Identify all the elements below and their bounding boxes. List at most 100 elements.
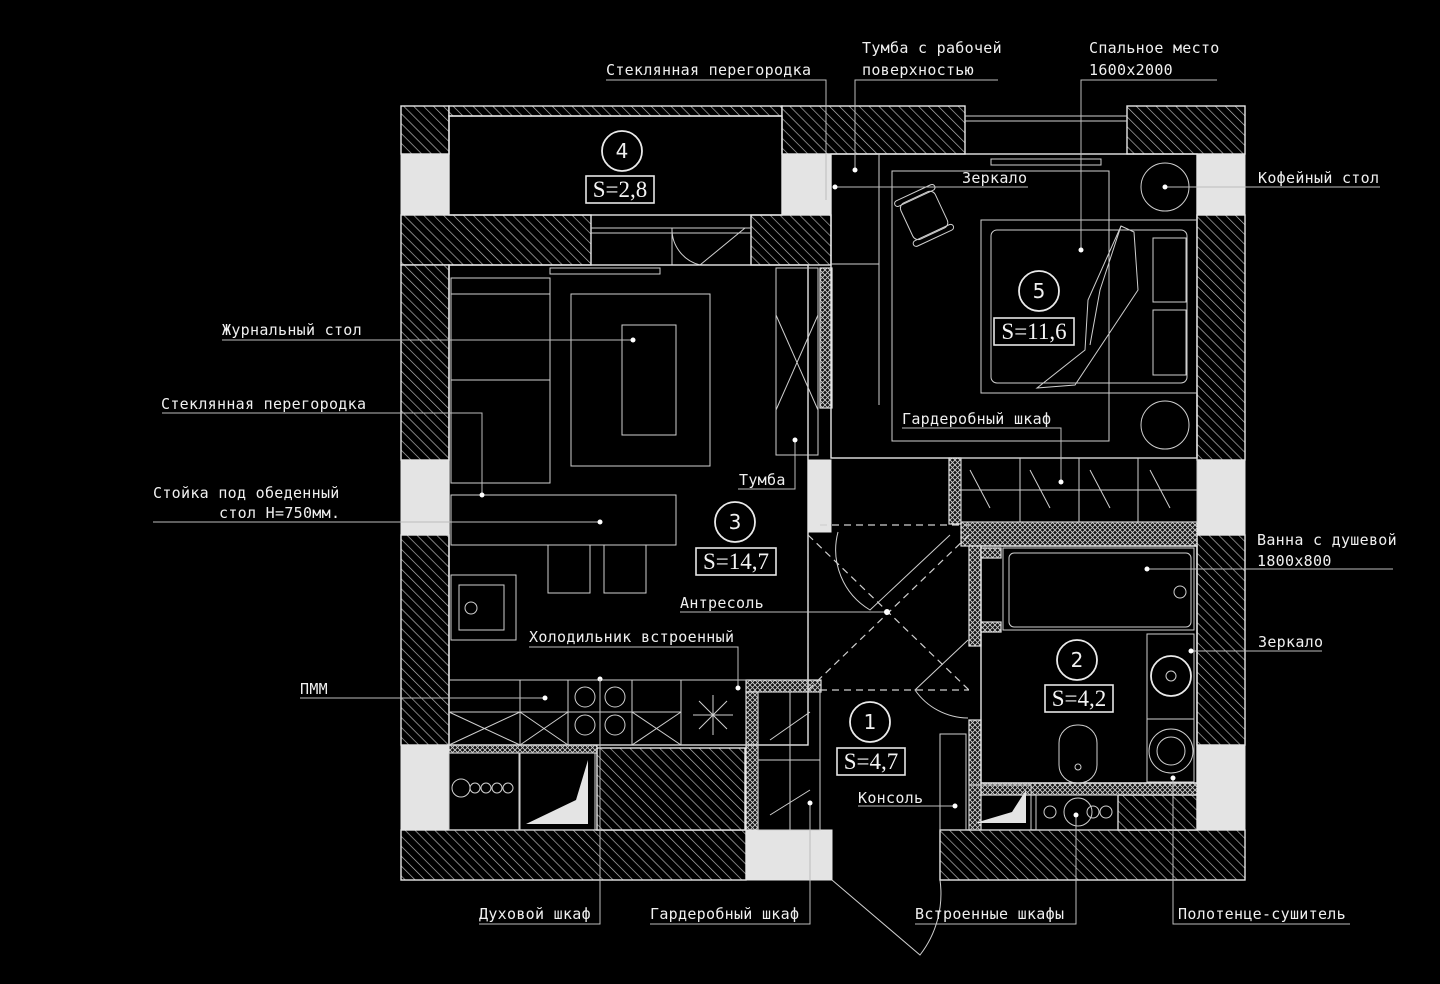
wall-segment bbox=[400, 264, 450, 461]
leader-lines bbox=[153, 79, 1393, 925]
partition bbox=[948, 457, 962, 525]
room-marker-1: 1 S=4,7 bbox=[836, 701, 906, 776]
living-kitchen bbox=[448, 264, 819, 831]
svg-text:3: 3 bbox=[729, 510, 742, 534]
bathroom bbox=[968, 545, 1198, 831]
label-oven: Духовой шкаф bbox=[479, 905, 591, 923]
label-mirror-bath: Зеркало bbox=[1258, 633, 1323, 651]
column bbox=[1196, 153, 1246, 216]
room-area: S=14,7 bbox=[703, 549, 769, 574]
round-table bbox=[1140, 400, 1190, 450]
glass-partition bbox=[549, 267, 661, 275]
magazine-table bbox=[621, 324, 677, 436]
label-wardrobe-bedroom: Гардеробный шкаф bbox=[902, 410, 1051, 428]
pillow bbox=[1152, 237, 1187, 303]
label-towel-dryer: Полотенце-сушитель bbox=[1178, 905, 1346, 923]
bathtub bbox=[1002, 547, 1195, 631]
washbasin bbox=[1146, 633, 1195, 720]
wall-segment bbox=[448, 105, 783, 117]
column bbox=[1196, 744, 1246, 831]
label-wardrobe-hall: Гардеробный шкаф bbox=[650, 905, 799, 923]
label-mezzanine: Антресоль bbox=[680, 594, 764, 612]
label-dishwasher: ПММ bbox=[300, 680, 328, 698]
room-area: S=4,2 bbox=[1052, 686, 1107, 711]
column bbox=[400, 744, 450, 831]
oven bbox=[519, 752, 596, 831]
mirror bbox=[990, 158, 1102, 166]
towel-dryer bbox=[1035, 794, 1119, 831]
column bbox=[400, 459, 450, 536]
bar-stool bbox=[603, 544, 647, 594]
rug bbox=[570, 293, 711, 467]
partition bbox=[968, 719, 982, 831]
column bbox=[745, 829, 833, 881]
label-magazine-table: Журнальный стол bbox=[222, 321, 362, 339]
wall-segment bbox=[400, 214, 592, 266]
wall-segment bbox=[400, 105, 450, 155]
room-area: S=11,6 bbox=[1001, 319, 1066, 344]
toilet bbox=[1058, 724, 1098, 784]
hall-wardrobe bbox=[757, 691, 821, 831]
bed bbox=[980, 219, 1198, 394]
label-mirror-bedroom: Зеркало bbox=[962, 169, 1027, 187]
dishwasher bbox=[448, 752, 520, 831]
label-bar-counter-line2: стол H=750мм. bbox=[219, 504, 340, 522]
label-bath-line2: 1800х800 bbox=[1257, 552, 1332, 570]
partition bbox=[968, 545, 982, 647]
annotations: Стеклянная перегородка Тумба с рабочей п… bbox=[153, 39, 1397, 923]
label-glass-partition-left: Стеклянная перегородка bbox=[161, 395, 366, 413]
svg-text:2: 2 bbox=[1071, 648, 1084, 672]
column bbox=[807, 459, 832, 533]
label-nightstand-work-line2: поверхностью bbox=[862, 61, 974, 79]
tv-stand bbox=[775, 267, 819, 456]
wall-segment bbox=[1196, 214, 1246, 461]
desk-area bbox=[891, 170, 1110, 442]
label-coffee-table: Кофейный стол bbox=[1258, 169, 1379, 187]
console bbox=[939, 733, 967, 831]
label-bed-line2: 1600х2000 bbox=[1089, 61, 1173, 79]
wall-segment bbox=[1196, 534, 1246, 746]
label-fridge: Холодильник встроенный bbox=[529, 628, 734, 646]
wall-segment bbox=[400, 534, 450, 746]
washing-machine bbox=[1146, 718, 1195, 783]
pillow bbox=[1152, 309, 1187, 376]
svg-text:5: 5 bbox=[1033, 279, 1046, 303]
wall-segment bbox=[750, 214, 832, 266]
fridge-icon bbox=[693, 695, 733, 735]
svg-text:1: 1 bbox=[864, 710, 877, 734]
bedroom bbox=[830, 153, 1198, 523]
label-nightstand-work-line1: Тумба с рабочей bbox=[862, 39, 1002, 57]
label-built-in-cabinets: Встроенные шкафы bbox=[915, 905, 1064, 923]
partition bbox=[745, 691, 759, 831]
room-area: S=2,8 bbox=[593, 177, 648, 202]
sink bbox=[450, 574, 517, 641]
wall-segment bbox=[596, 747, 746, 831]
wall-segment bbox=[400, 829, 747, 881]
column bbox=[400, 153, 450, 216]
wall-segment bbox=[939, 829, 1246, 881]
room-marker-5: 5 S=11,6 bbox=[993, 270, 1075, 346]
label-bath-line1: Ванна с душевой bbox=[1257, 531, 1397, 549]
exterior-walls bbox=[400, 105, 1246, 881]
bar-stool bbox=[547, 544, 591, 594]
svg-text:4: 4 bbox=[616, 139, 629, 163]
room-marker-2: 2 S=4,2 bbox=[1044, 639, 1114, 713]
balcony bbox=[448, 115, 1127, 266]
partitions bbox=[448, 267, 1198, 831]
chair bbox=[894, 183, 955, 247]
label-console: Консоль bbox=[858, 789, 923, 807]
partition bbox=[819, 267, 833, 409]
label-bed-line1: Спальное место bbox=[1089, 39, 1220, 57]
partition bbox=[960, 521, 1198, 547]
column bbox=[1196, 459, 1246, 536]
column bbox=[781, 153, 832, 216]
room-area: S=4,7 bbox=[844, 749, 899, 774]
bath-cabinet bbox=[968, 784, 1032, 831]
entrance-door[interactable] bbox=[831, 879, 942, 956]
bar-counter bbox=[450, 494, 677, 546]
room-marker-4: 4 S=2,8 bbox=[585, 130, 655, 204]
hob bbox=[574, 686, 626, 736]
wall-segment bbox=[1117, 794, 1198, 831]
partition bbox=[448, 744, 598, 754]
